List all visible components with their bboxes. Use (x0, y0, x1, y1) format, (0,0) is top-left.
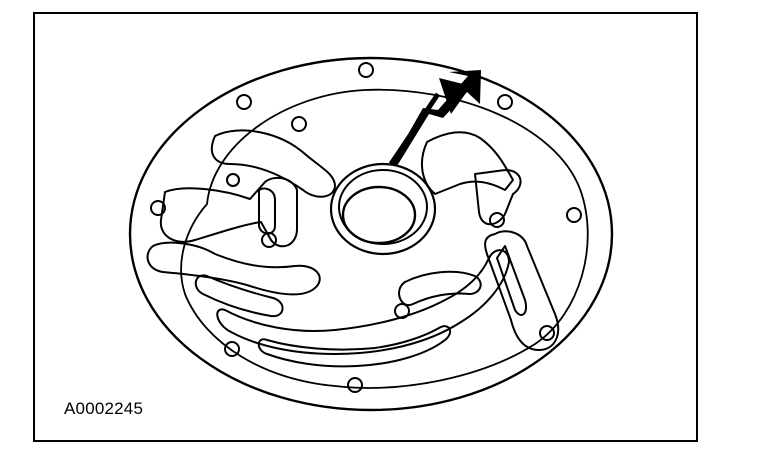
gasket-inner-rim (180, 88, 589, 389)
bolt-hole (261, 232, 277, 248)
bolt-hole (394, 303, 410, 319)
passage-left-slot (258, 187, 276, 235)
center-bore-inner (341, 185, 417, 245)
bolt-hole (347, 377, 363, 393)
bolt-hole (566, 207, 582, 223)
arrow-icon (388, 70, 481, 166)
passage-bottom-right (398, 270, 482, 307)
bolt-hole (236, 94, 252, 110)
bolt-hole (358, 62, 374, 78)
passage-right-long (484, 230, 560, 351)
figure-frame: A0002245 (33, 12, 698, 442)
pump-gasket-illustration (128, 56, 614, 412)
passage-left-lower-lobe (194, 274, 284, 318)
passage-right-side (474, 169, 522, 226)
passage-lower-slot (257, 325, 452, 368)
passage-right-upper (420, 131, 514, 195)
bolt-hole (226, 173, 240, 187)
bolt-hole (489, 212, 505, 228)
bolt-hole (224, 341, 240, 357)
bolt-hole (539, 325, 555, 341)
passage-right-inner (496, 245, 527, 316)
passage-left-upper (210, 129, 336, 198)
passage-lower-arc (216, 249, 510, 355)
bolt-hole (291, 116, 307, 132)
center-bore-outer (329, 162, 437, 256)
gasket-outer-edge (128, 56, 614, 412)
bolt-hole (150, 200, 166, 216)
bolt-hole (497, 94, 513, 110)
passage-left-lower (146, 241, 321, 296)
figure-id-label: A0002245 (64, 399, 144, 418)
passage-left-middle (159, 176, 298, 248)
